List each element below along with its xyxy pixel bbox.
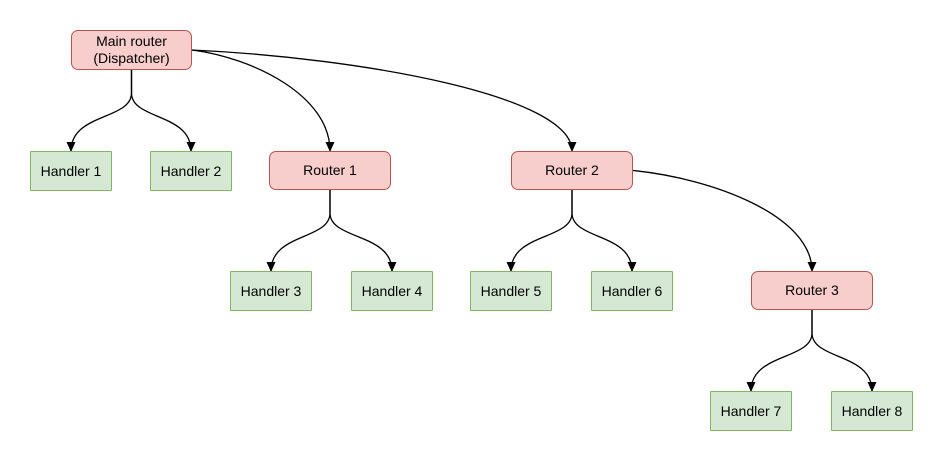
node-label: Handler 4 xyxy=(361,282,423,299)
handler-1-node: Handler 1 xyxy=(30,151,112,191)
handler-7-node: Handler 7 xyxy=(710,391,792,431)
edge-router-3-to-handler-7 xyxy=(746,310,813,392)
edge-main-router-to-handler-2 xyxy=(130,70,196,152)
router-2-node: Router 2 xyxy=(511,151,633,190)
handler-5-node: Handler 5 xyxy=(470,271,552,311)
edge-main-router-to-router-1 xyxy=(191,49,335,152)
edges-group xyxy=(66,49,877,392)
node-label: Handler 3 xyxy=(240,282,302,299)
node-label: Handler 8 xyxy=(841,402,903,419)
edge-router-1-to-handler-3 xyxy=(266,190,331,272)
edge-router-2-to-handler-6 xyxy=(571,190,637,272)
node-label: Handler 1 xyxy=(40,162,102,179)
main-router-node: Main router(Dispatcher) xyxy=(71,30,192,70)
router-1-node: Router 1 xyxy=(269,151,391,190)
node-label: Handler 5 xyxy=(480,282,542,299)
edge-main-router-to-router-2 xyxy=(191,49,577,152)
handler-4-node: Handler 4 xyxy=(351,271,433,311)
edge-main-router-to-handler-1 xyxy=(66,70,133,152)
edge-router-1-to-handler-4 xyxy=(329,190,397,272)
router-3-node: Router 3 xyxy=(751,271,873,310)
edge-router-2-to-handler-5 xyxy=(506,190,573,272)
node-label: (Dispatcher) xyxy=(93,50,170,66)
node-label: Router 1 xyxy=(303,162,357,178)
node-label: Router 3 xyxy=(785,282,839,298)
node-label: Handler 2 xyxy=(160,162,222,179)
handler-8-node: Handler 8 xyxy=(831,391,913,431)
node-label: Router 2 xyxy=(545,162,599,178)
node-label: Handler 7 xyxy=(720,402,782,419)
node-label: Main router xyxy=(96,33,167,49)
handler-3-node: Handler 3 xyxy=(230,271,312,311)
handler-2-node: Handler 2 xyxy=(150,151,232,191)
handler-6-node: Handler 6 xyxy=(591,271,673,311)
node-label: Handler 6 xyxy=(601,282,663,299)
edge-router-3-to-handler-8 xyxy=(811,310,877,392)
edge-router-2-to-router-3 xyxy=(632,169,817,272)
